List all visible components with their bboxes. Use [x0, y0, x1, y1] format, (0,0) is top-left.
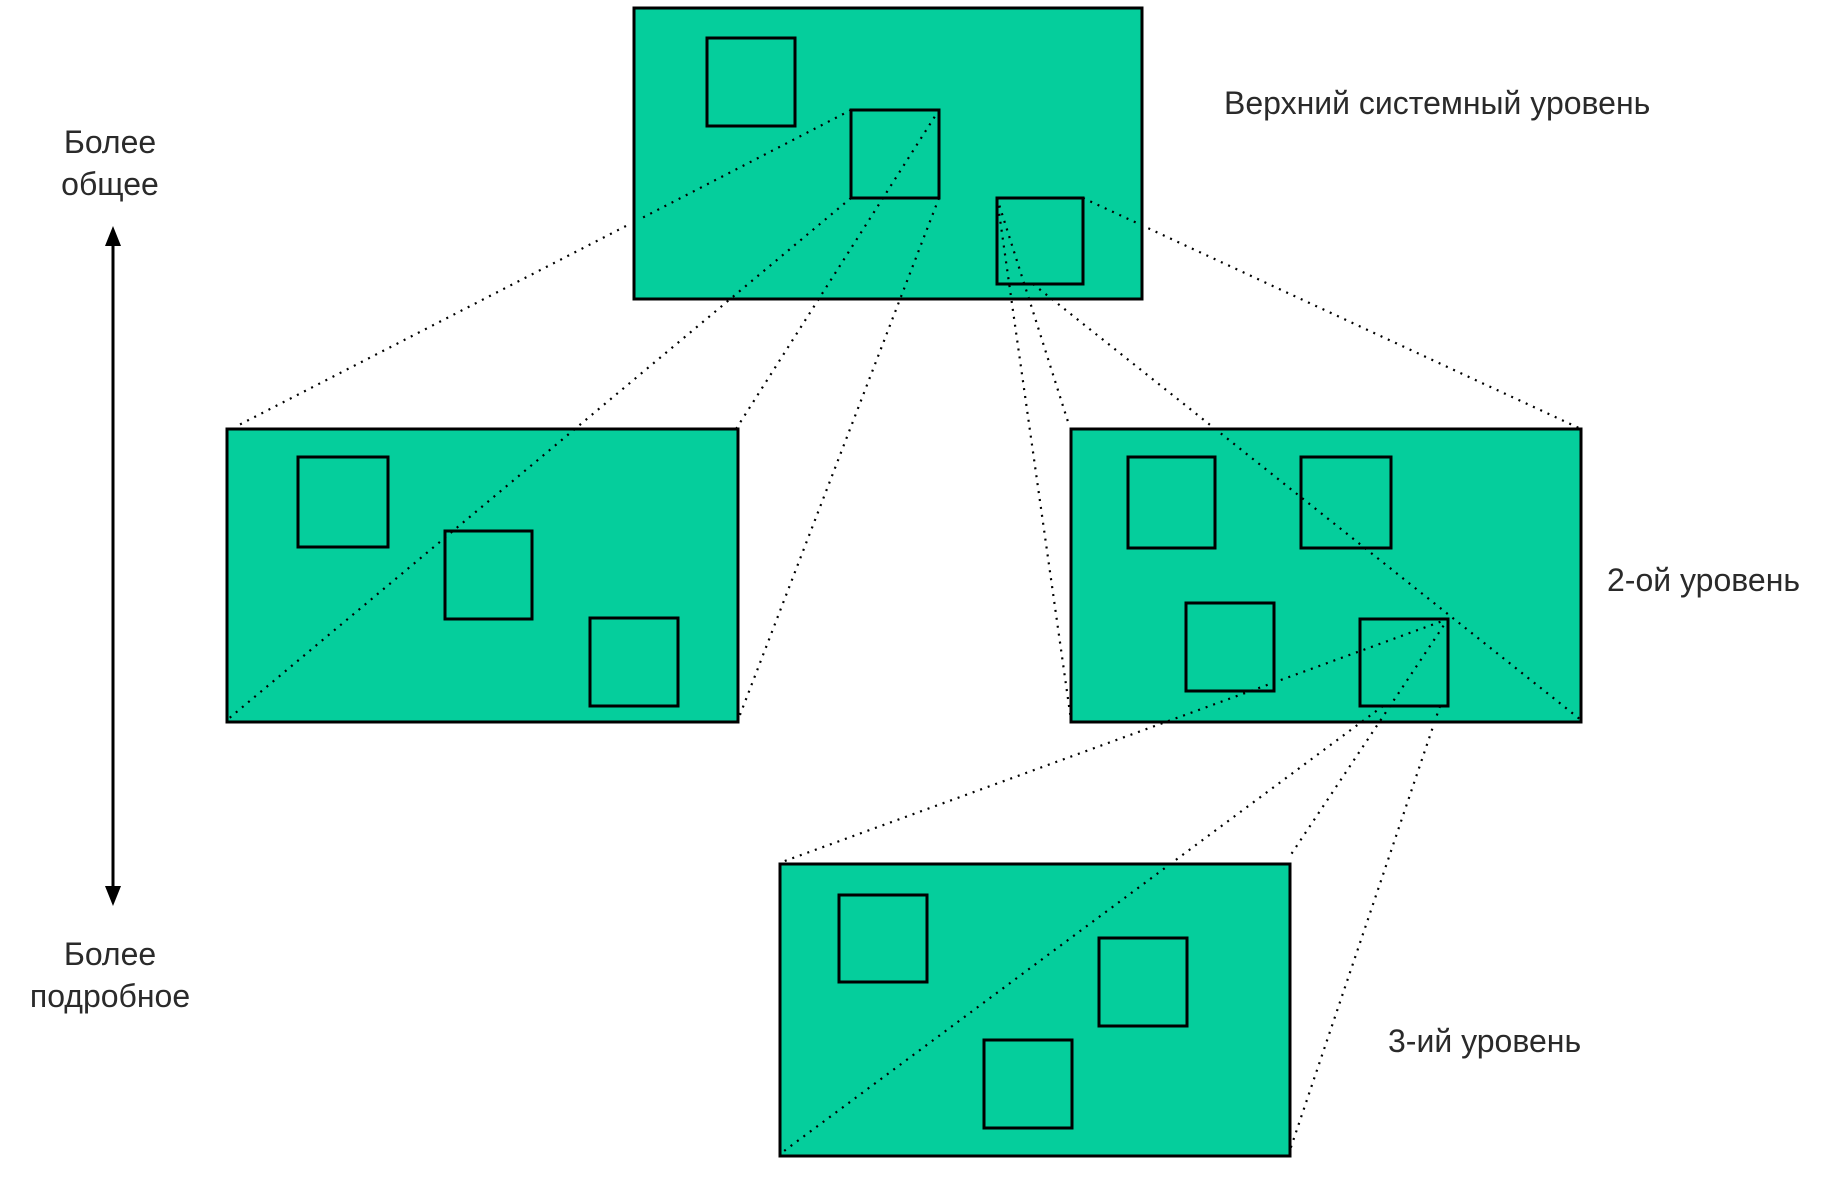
projection-line — [1082, 197, 1580, 429]
right-sub-box-4 — [1358, 617, 1450, 708]
generality-axis-arrow — [105, 226, 121, 906]
axis-label-detailed-line2: подробное — [30, 978, 190, 1014]
top-sub-box-1 — [705, 36, 797, 128]
axis-label-general-line2: общее — [61, 166, 159, 202]
arrow-up-icon — [105, 226, 121, 246]
third-level-block — [778, 862, 1292, 1158]
third-sub-box-2 — [1097, 936, 1189, 1028]
projection-lines-top-to-right — [995, 197, 1582, 721]
third-sub-box-1 — [837, 893, 929, 984]
axis-label-detailed-line1: Более — [64, 936, 156, 972]
second-level-left-rect — [225, 427, 740, 724]
level-label-second: 2-ой уровень — [1607, 562, 1800, 598]
projection-line — [236, 225, 627, 427]
left-sub-box-2 — [443, 529, 534, 621]
right-sub-box-2 — [1299, 455, 1393, 550]
arrow-down-icon — [105, 886, 121, 906]
top-sub-box-3 — [995, 196, 1085, 286]
third-sub-box-3 — [982, 1038, 1074, 1130]
right-sub-box-3 — [1184, 601, 1276, 693]
top-level-rect — [632, 6, 1144, 301]
top-sub-box-2 — [849, 108, 941, 200]
second-level-right-rect — [1069, 427, 1583, 724]
level-label-third: 3-ий уровень — [1388, 1023, 1581, 1059]
projection-lines-top-to-left — [226, 109, 941, 721]
second-level-left-block — [225, 427, 740, 724]
left-sub-box-1 — [296, 455, 390, 549]
level-label-top: Верхний системный уровень — [1224, 85, 1650, 121]
projection-line — [1288, 705, 1442, 1151]
left-sub-box-3 — [588, 616, 680, 708]
top-level-block — [632, 6, 1144, 301]
third-level-rect — [778, 862, 1292, 1158]
second-level-right-block — [1069, 427, 1583, 724]
axis-label-general-line1: Более — [64, 124, 156, 160]
right-sub-box-1 — [1126, 455, 1217, 550]
